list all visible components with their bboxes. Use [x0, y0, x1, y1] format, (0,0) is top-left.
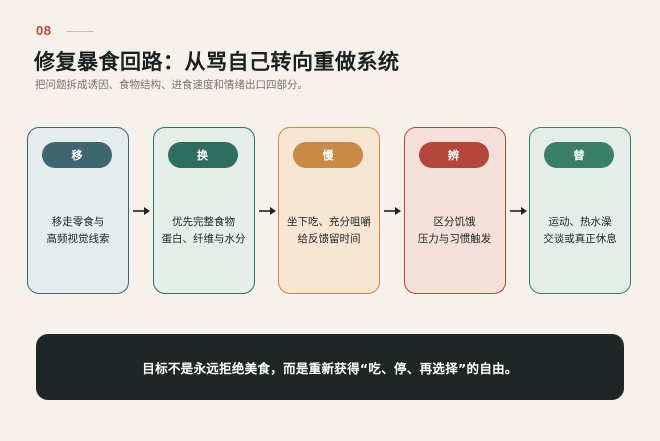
step-description-1: 移走零食与高频视觉线索	[28, 214, 128, 248]
step-description-4: 区分饥饿压力与习惯触发	[405, 214, 505, 248]
step-card-2: 换优先完整食物蛋白、纤维与水分	[152, 127, 255, 294]
step-line-1: 优先完整食物	[172, 216, 235, 228]
page-subtitle: 把问题拆成诱因、食物结构、进食速度和情绪出口四部分。	[35, 79, 308, 91]
step-card-5: 替运动、热水澡交谈或真正休息	[529, 127, 631, 294]
step-line-1: 运动、热水澡	[548, 216, 612, 228]
summary-banner: 目标不是永远拒绝美食，而是重新获得“吃、停、再选择”的自由。	[36, 334, 624, 400]
arrow-right-icon	[258, 207, 276, 215]
step-line-2: 给反馈留时间	[297, 233, 361, 245]
step-line-1: 区分饥饿	[433, 216, 476, 228]
step-line-2: 压力与习惯触发	[417, 233, 492, 245]
summary-banner-text: 目标不是永远拒绝美食，而是重新获得“吃、停、再选择”的自由。	[142, 360, 518, 376]
arrow-right-icon	[133, 207, 150, 215]
step-line-2: 蛋白、纤维与水分	[161, 233, 246, 245]
arrow-right-icon	[384, 207, 401, 215]
step-tag-4: 辨	[418, 142, 489, 168]
step-tag-2: 换	[167, 142, 238, 168]
step-line-2: 高频视觉线索	[46, 233, 110, 245]
arrow-right-icon	[509, 207, 527, 215]
step-card-4: 辨区分饥饿压力与习惯触发	[403, 127, 506, 294]
step-description-5: 运动、热水澡交谈或真正休息	[530, 214, 630, 248]
step-description-3: 坐下吃、充分咀嚼给反馈留时间	[279, 214, 379, 248]
step-tag-5: 替	[544, 142, 614, 168]
slide-number: 08	[36, 23, 52, 38]
step-tag-3: 慢	[293, 142, 363, 168]
step-line-1: 坐下吃、充分咀嚼	[287, 216, 371, 228]
step-description-2: 优先完整食物蛋白、纤维与水分	[154, 214, 254, 248]
step-card-3: 慢坐下吃、充分咀嚼给反馈留时间	[278, 127, 380, 294]
step-tag-1: 移	[42, 142, 112, 168]
step-line-2: 交谈或真正休息	[543, 233, 617, 245]
step-line-1: 移走零食与	[51, 216, 105, 228]
step-card-1: 移移走零食与高频视觉线索	[27, 127, 129, 294]
slide-number-rule	[66, 31, 94, 32]
page-title: 修复暴食回路：从骂自己转向重做系统	[34, 50, 400, 74]
